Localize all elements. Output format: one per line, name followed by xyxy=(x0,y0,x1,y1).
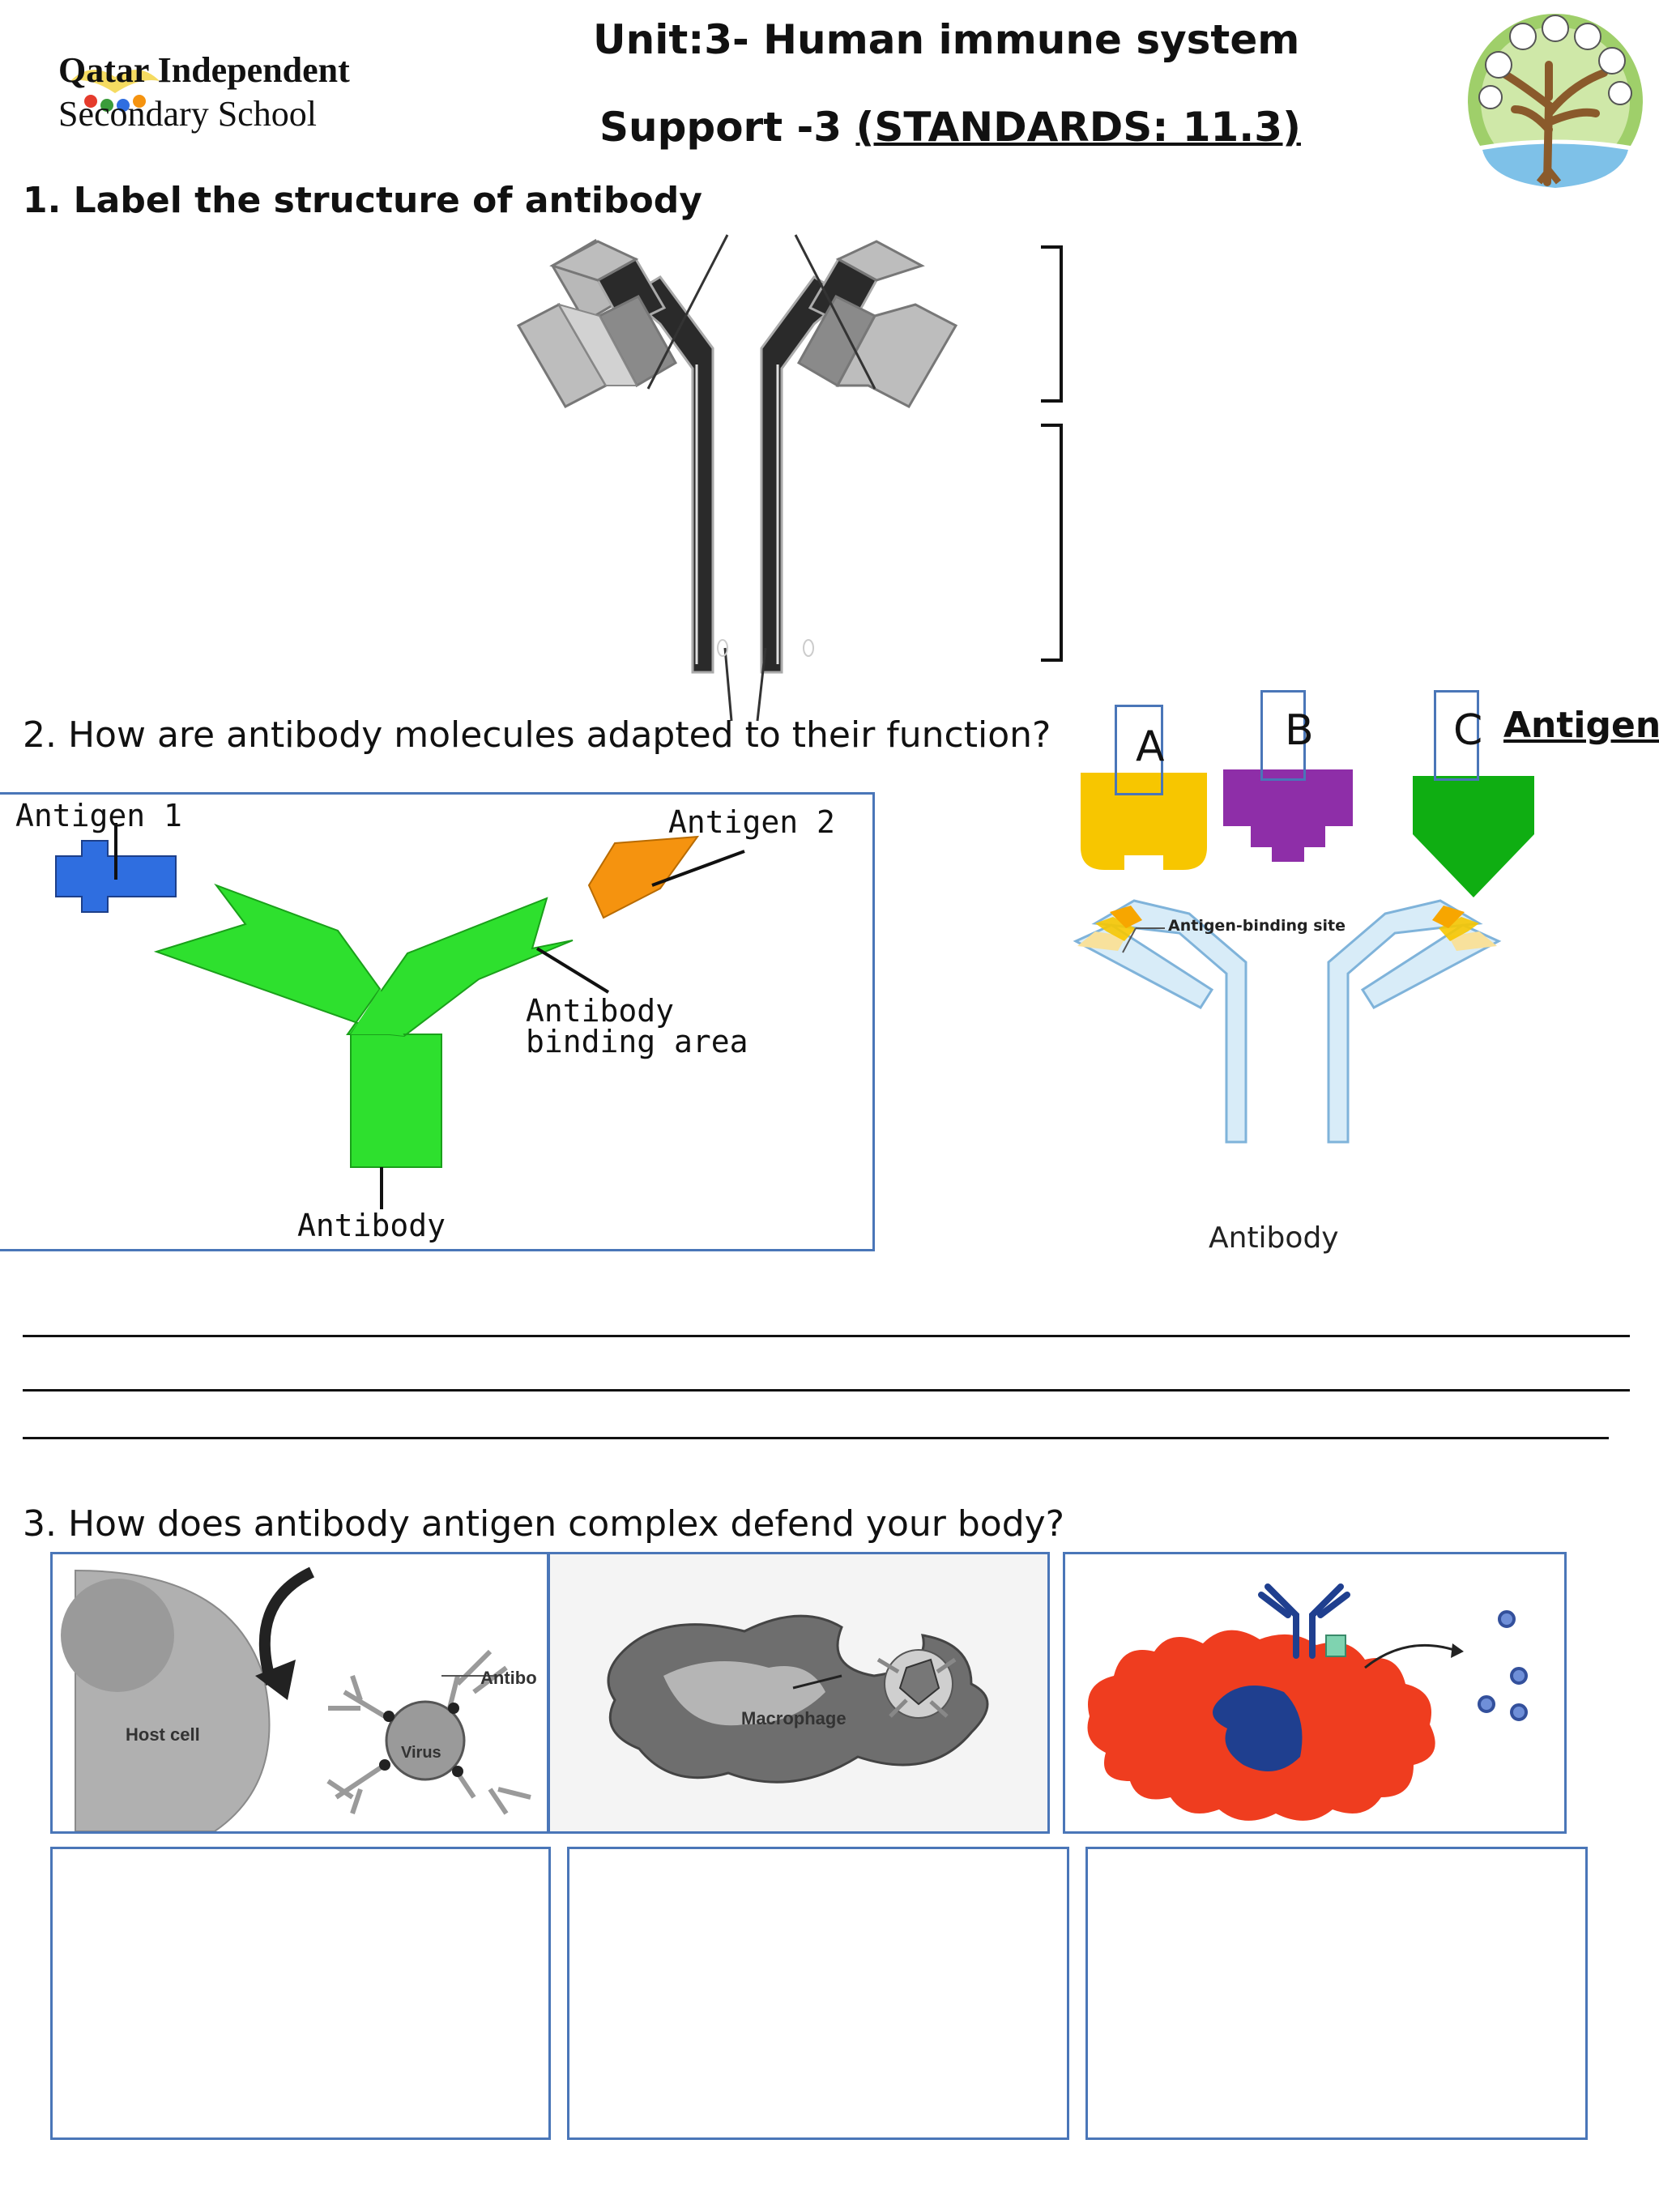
answer-box-2[interactable] xyxy=(567,1847,1069,2140)
antibody-structure-diagram xyxy=(502,227,1085,733)
antibody-label-right: Antibody xyxy=(1209,1221,1339,1255)
antigen-b-shape xyxy=(1223,769,1353,862)
antibody-antigen-figure-left: Antigen 1 Antigen 2 Antibody binding are… xyxy=(0,792,875,1251)
answer-box-1[interactable] xyxy=(50,1847,551,2140)
antibody-label: Antibody xyxy=(297,1208,446,1243)
defense-panel-cell-receptor xyxy=(1063,1552,1567,1834)
antigen-a-shape xyxy=(1081,773,1207,870)
host-cell-label: Host cell xyxy=(126,1724,200,1745)
antigen-label: Antigen xyxy=(1503,705,1659,746)
antibody-shape xyxy=(153,883,574,1168)
antigen-c-shape xyxy=(1413,776,1534,897)
macrophage-label: Macrophage xyxy=(741,1708,847,1728)
letter-box-a xyxy=(1115,705,1163,795)
answer-line-3 xyxy=(23,1437,1609,1439)
school-logo-icon xyxy=(66,57,164,134)
binding-area-line2: binding area xyxy=(526,1024,748,1059)
page-title: Unit:3- Human immune system xyxy=(593,16,1300,63)
school-name-line1: Qatar Independent xyxy=(58,50,350,90)
school-name: Qatar Independent Secondary School xyxy=(58,49,350,136)
subtitle-prefix: Support -3 xyxy=(599,104,856,151)
letter-c: C xyxy=(1453,706,1483,755)
binding-area-label: Antibody binding area xyxy=(526,995,748,1057)
tree-logo-icon xyxy=(1458,8,1653,207)
virus-label: Virus xyxy=(401,1744,441,1762)
antigen-2-shape xyxy=(587,835,700,919)
defense-panel-neutralization: Host cell Virus Antibo xyxy=(50,1552,549,1834)
letter-b: B xyxy=(1285,706,1314,755)
antibody-partial-label: Antibo xyxy=(480,1668,537,1688)
school-name-line2: Secondary School xyxy=(58,94,317,134)
question-2: 2. How are antibody molecules adapted to… xyxy=(23,714,1051,756)
answer-line-2 xyxy=(23,1389,1630,1392)
question-3: 3. How does antibody antigen complex def… xyxy=(23,1503,1065,1545)
letter-box-c xyxy=(1434,690,1479,781)
question-1: 1. Label the structure of antibody xyxy=(23,180,702,221)
letter-box-b xyxy=(1260,690,1306,781)
answer-box-3[interactable] xyxy=(1085,1847,1588,2140)
page-subtitle: Support -3 (STANDARDS: 11.3) xyxy=(599,104,1301,151)
subtitle-standard: (STANDARDS: 11.3) xyxy=(855,104,1301,151)
binding-area-line1: Antibody xyxy=(526,993,675,1029)
binding-site-label: Antigen-binding site xyxy=(1168,917,1346,935)
letter-a: A xyxy=(1136,722,1165,771)
antigen-specificity-figure: A B C Antigen Antigen-binding site Antib… xyxy=(1021,688,1659,1272)
defense-panel-phagocytosis: Macrophage xyxy=(548,1552,1050,1834)
antigen-1-label: Antigen 1 xyxy=(15,798,182,833)
antigen-2-label: Antigen 2 xyxy=(668,804,835,840)
answer-line-1 xyxy=(23,1335,1630,1337)
